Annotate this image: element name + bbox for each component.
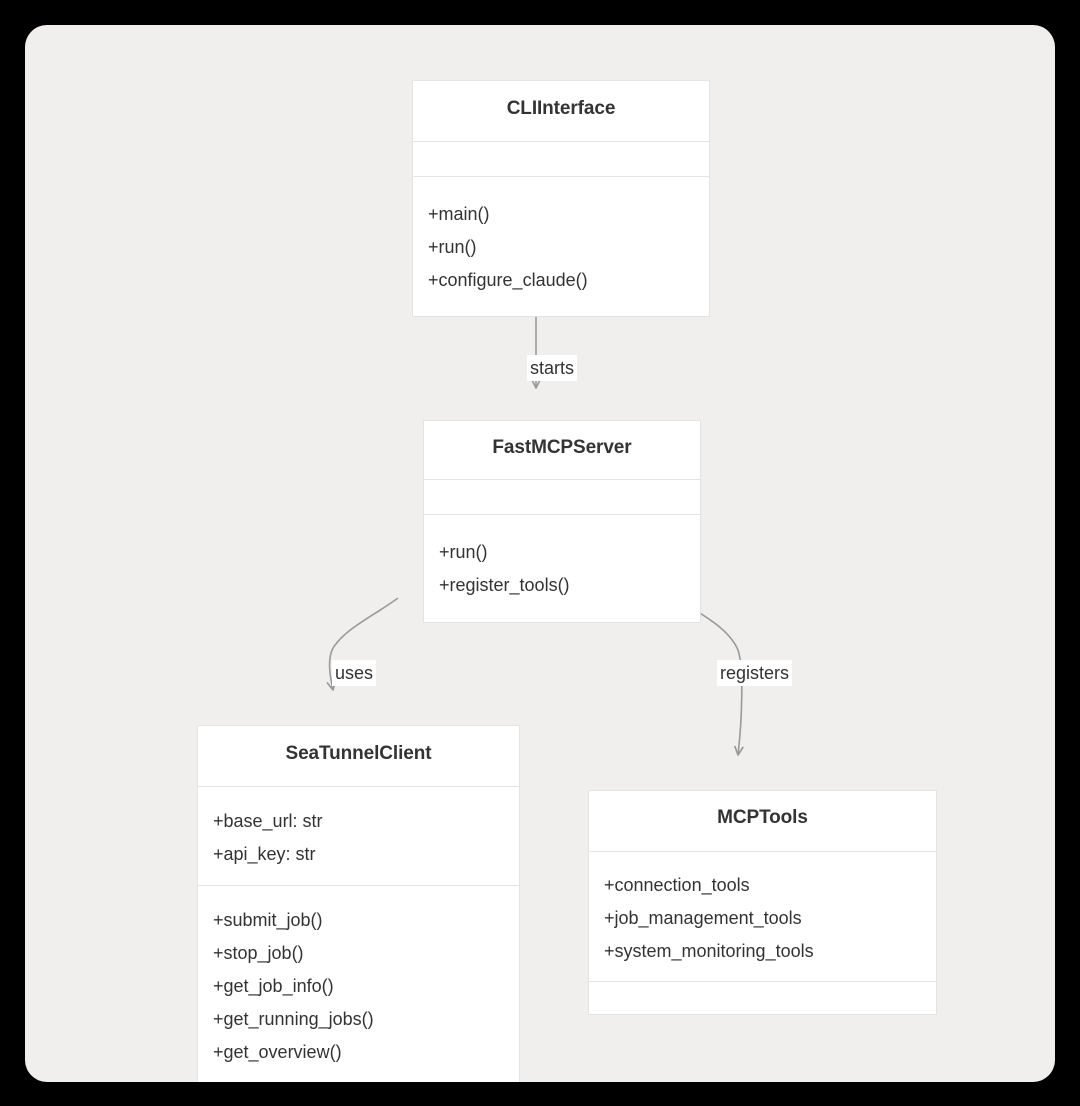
class-member: +get_running_jobs() (213, 1009, 374, 1029)
class-member: +job_management_tools (604, 908, 802, 928)
class-title-mcptools: MCPTools (717, 807, 808, 828)
class-member: +base_url: str (213, 811, 323, 831)
class-member: +configure_claude() (428, 270, 588, 290)
class-box-cliinterface[interactable]: CLIInterface +main() +run() +configure_c… (412, 80, 710, 317)
class-title-seatunnelclient: SeaTunnelClient (285, 743, 432, 764)
class-box-fastmcpserver[interactable]: FastMCPServer +run() +register_tools() (423, 420, 701, 623)
class-member: +run() (439, 542, 488, 562)
class-member: +get_overview() (213, 1042, 342, 1062)
class-methods-seatunnelclient: +submit_job() +stop_job() +get_job_info(… (198, 885, 519, 1082)
class-attributes-mcptools: +connection_tools +job_management_tools … (589, 851, 936, 981)
class-member: +system_monitoring_tools (604, 941, 814, 961)
edge-label-registers: registers (717, 660, 793, 686)
class-title-cliinterface: CLIInterface (506, 98, 616, 119)
class-member: +run() (428, 237, 477, 257)
class-methods-cliinterface: +main() +run() +configure_claude() (413, 176, 709, 307)
diagram-canvas: starts uses registers CLIInterface +main… (25, 25, 1055, 1082)
class-box-mcptools[interactable]: MCPTools +connection_tools +job_manageme… (588, 790, 937, 1015)
class-member: +register_tools() (439, 575, 570, 595)
class-methods-fastmcpserver: +run() +register_tools() (424, 514, 700, 612)
class-member: +connection_tools (604, 875, 750, 895)
class-title-fastmcpserver: FastMCPServer (492, 437, 632, 458)
class-methods-mcptools (589, 981, 936, 1016)
class-attributes-cliinterface (413, 141, 709, 176)
class-box-seatunnelclient[interactable]: SeaTunnelClient +base_url: str +api_key:… (197, 725, 520, 1082)
class-member: +submit_job() (213, 910, 323, 930)
class-member: +api_key: str (213, 844, 316, 864)
edge-label-uses: uses (332, 660, 377, 686)
class-member: +stop_job() (213, 943, 304, 963)
class-member: +get_job_info() (213, 976, 334, 996)
edge-label-starts: starts (527, 355, 578, 381)
class-attributes-seatunnelclient: +base_url: str +api_key: str (198, 786, 519, 885)
class-member: +main() (428, 204, 490, 224)
class-attributes-fastmcpserver (424, 479, 700, 514)
